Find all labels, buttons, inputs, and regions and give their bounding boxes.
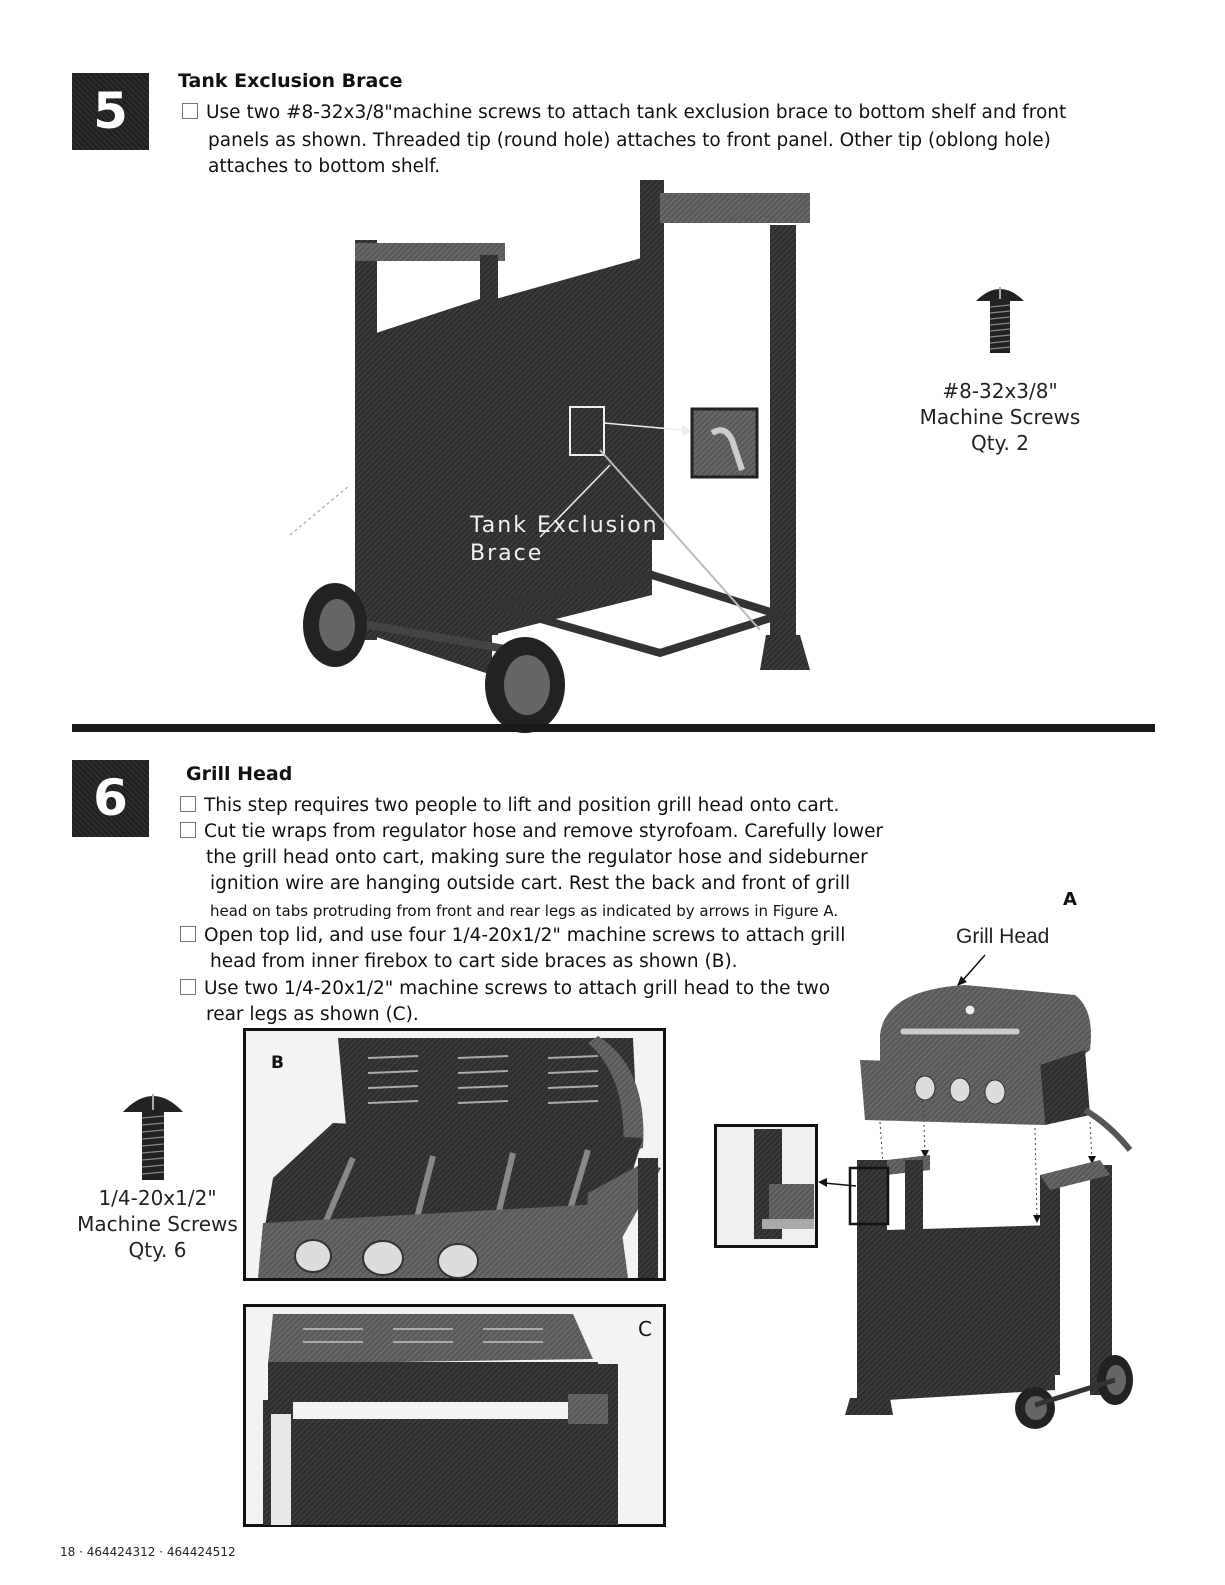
screw-icon bbox=[123, 1094, 183, 1180]
step-5-instruction-cont: attaches to bottom shelf. bbox=[208, 156, 441, 177]
step-5-hardware-caption: #8-32x3/8" Machine Screws Qty. 2 bbox=[900, 378, 1100, 456]
page-footer: 18 · 464424312 · 464424512 bbox=[60, 1545, 236, 1559]
rear-left-crossbar bbox=[355, 243, 505, 261]
screw-icon bbox=[976, 287, 1024, 353]
brace-detail-box bbox=[569, 406, 605, 456]
arrow-icon bbox=[957, 976, 967, 986]
figure-a-label: A bbox=[1063, 889, 1077, 910]
checkbox-icon[interactable] bbox=[180, 979, 196, 995]
checkbox-icon[interactable] bbox=[180, 926, 196, 942]
step-5-cart-illustration: Tank Exclusion Brace bbox=[289, 180, 810, 733]
step-5-instruction: Use two #8-32x3/8"machine screws to atta… bbox=[182, 101, 1066, 125]
step-6-hardware-caption: 1/4-20x1/2" Machine Screws Qty. 6 bbox=[60, 1185, 255, 1263]
checkbox-icon[interactable] bbox=[180, 796, 196, 812]
checkbox-icon[interactable] bbox=[180, 822, 196, 838]
hardware-size: 1/4-20x1/2" bbox=[98, 1186, 217, 1210]
step-5-instruction-cont: panels as shown. Threaded tip (round hol… bbox=[208, 130, 1051, 151]
tank-exclusion-brace bbox=[599, 449, 761, 631]
checkbox-icon[interactable] bbox=[182, 103, 198, 119]
section-divider bbox=[72, 724, 1155, 732]
back-panel bbox=[492, 255, 652, 635]
figure-b: B bbox=[243, 1028, 666, 1281]
left-wheel bbox=[303, 583, 367, 667]
step-6-instruction: This step requires two people to lift an… bbox=[180, 794, 839, 818]
axle bbox=[320, 612, 520, 656]
figure-c-label: C bbox=[638, 1317, 652, 1341]
step-5-badge: 5 bbox=[72, 73, 149, 150]
arrow-icon bbox=[682, 425, 692, 436]
step-6-instruction-cont: ignition wire are hanging outside cart. … bbox=[210, 873, 851, 894]
step-5-title: Tank Exclusion Brace bbox=[178, 70, 403, 92]
bottom-shelf bbox=[490, 570, 794, 658]
step-6-title: Grill Head bbox=[186, 763, 293, 785]
figure-a-tab-inset bbox=[714, 1124, 818, 1248]
brace-callout-line-2: Brace bbox=[470, 541, 543, 566]
grill-head-callout: Grill Head bbox=[956, 925, 1050, 948]
step-6-instruction: Cut tie wraps from regulator hose and re… bbox=[180, 820, 883, 844]
hardware-name: Machine Screws bbox=[77, 1212, 238, 1236]
step-6-instruction-cont: head from inner firebox to cart side bra… bbox=[210, 951, 738, 972]
step-6-instruction-cont: head on tabs protruding from front and r… bbox=[210, 902, 839, 920]
tab-highlight-box bbox=[848, 1166, 890, 1226]
right-wheel bbox=[485, 637, 565, 733]
brace-callout-line-1: Tank Exclusion bbox=[469, 513, 659, 538]
brace-inset-zoom bbox=[690, 407, 759, 479]
figure-a-grill-illustration bbox=[845, 954, 1133, 1429]
front-panel bbox=[370, 295, 492, 675]
right-top-crossbar bbox=[660, 193, 810, 223]
hardware-size: #8-32x3/8" bbox=[942, 379, 1058, 403]
step-6-instruction-cont: the grill head onto cart, making sure th… bbox=[206, 847, 868, 868]
step-6-instruction: Use two 1/4-20x1/2" machine screws to at… bbox=[180, 977, 830, 1001]
right-front-leg bbox=[770, 225, 796, 655]
figure-b-label: B bbox=[271, 1053, 284, 1073]
figure-c: C bbox=[243, 1304, 666, 1527]
hardware-qty: Qty. 2 bbox=[970, 431, 1029, 455]
hardware-qty: Qty. 6 bbox=[128, 1238, 187, 1262]
step-6-badge: 6 bbox=[72, 760, 149, 837]
right-front-foot bbox=[760, 635, 810, 670]
step-6-instruction-cont: rear legs as shown (C). bbox=[206, 1004, 419, 1025]
hardware-name: Machine Screws bbox=[919, 405, 1081, 429]
step-6-instruction: Open top lid, and use four 1/4-20x1/2" m… bbox=[180, 924, 845, 948]
